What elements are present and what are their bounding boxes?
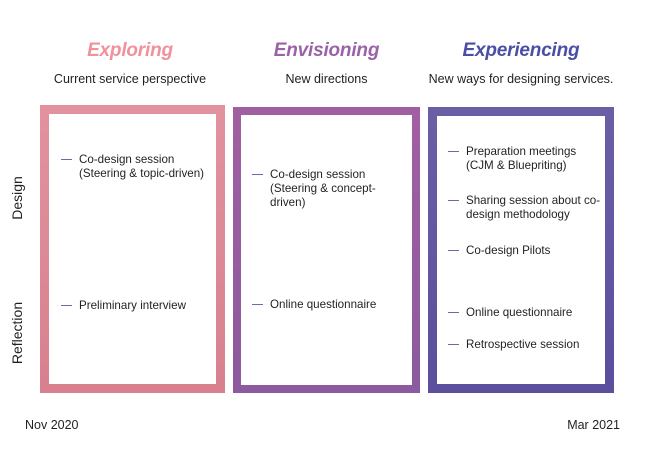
dash-icon	[448, 200, 459, 201]
list-item-label: Preliminary interview	[79, 299, 186, 312]
timeline-end-date: Mar 2021	[567, 418, 620, 432]
list-item-label: Preparation meetings (CJM & Bluepriting)	[466, 145, 577, 173]
phase-items-experiencing: Preparation meetings (CJM & Bluepriting)…	[437, 116, 605, 384]
axis-label-design: Design	[9, 153, 25, 243]
phase-items-exploring: Co-design session (Steering & topic-driv…	[49, 114, 216, 384]
axis-label-design-text: Design	[9, 176, 25, 220]
list-item: Co-design Pilots	[448, 244, 600, 258]
list-item-label: Online questionnaire	[466, 306, 573, 319]
phase-header-exploring: Exploring Current service perspective	[35, 40, 225, 87]
axis-label-reflection-text: Reflection	[9, 301, 25, 365]
list-item-label: Co-design session (Steering & concept- d…	[270, 168, 376, 210]
timeline-start-date: Nov 2020	[25, 418, 79, 432]
dash-icon	[61, 305, 72, 306]
dash-icon	[448, 312, 459, 313]
list-item-label: Co-design session (Steering & topic-driv…	[79, 153, 205, 181]
phase-subtitle-exploring: Current service perspective	[53, 72, 207, 86]
list-item: Retrospective session	[448, 338, 603, 352]
list-item-label: Online questionnaire	[270, 298, 377, 311]
dash-icon	[252, 304, 263, 305]
list-item: Online questionnaire	[448, 306, 603, 320]
phase-box-experiencing: Preparation meetings (CJM & Bluepriting)…	[428, 107, 614, 393]
dash-icon	[252, 174, 263, 175]
phase-title-experiencing: Experiencing	[462, 40, 580, 61]
list-item-label: Co-design Pilots	[466, 244, 551, 257]
phase-subtitle-envisioning: New directions	[285, 72, 368, 86]
dash-icon	[448, 344, 459, 345]
phase-title-exploring: Exploring	[87, 40, 173, 61]
list-item: Sharing session about co- design methodo…	[448, 194, 603, 222]
phase-subtitle-experiencing: New ways for designing services.	[428, 72, 614, 86]
list-item: Preliminary interview	[61, 299, 216, 313]
phase-header-experiencing: Experiencing New ways for designing serv…	[428, 40, 614, 87]
dash-icon	[448, 151, 459, 152]
dash-icon	[61, 159, 72, 160]
axis-label-reflection: Reflection	[9, 288, 25, 378]
list-item: Online questionnaire	[252, 298, 407, 312]
phase-title-envisioning: Envisioning	[273, 40, 380, 61]
list-item: Preparation meetings (CJM & Bluepriting)	[448, 145, 600, 173]
list-item-label: Sharing session about co- design methodo…	[466, 194, 601, 222]
list-item-label: Retrospective session	[466, 338, 580, 351]
phase-header-envisioning: Envisioning New directions	[233, 40, 420, 87]
list-item: Co-design session (Steering & concept- d…	[252, 168, 402, 211]
dash-icon	[448, 250, 459, 251]
list-item: Co-design session (Steering & topic-driv…	[61, 153, 211, 181]
phase-box-exploring: Co-design session (Steering & topic-driv…	[40, 105, 225, 393]
phase-items-envisioning: Co-design session (Steering & concept- d…	[241, 115, 412, 385]
phase-box-envisioning: Co-design session (Steering & concept- d…	[233, 107, 420, 393]
